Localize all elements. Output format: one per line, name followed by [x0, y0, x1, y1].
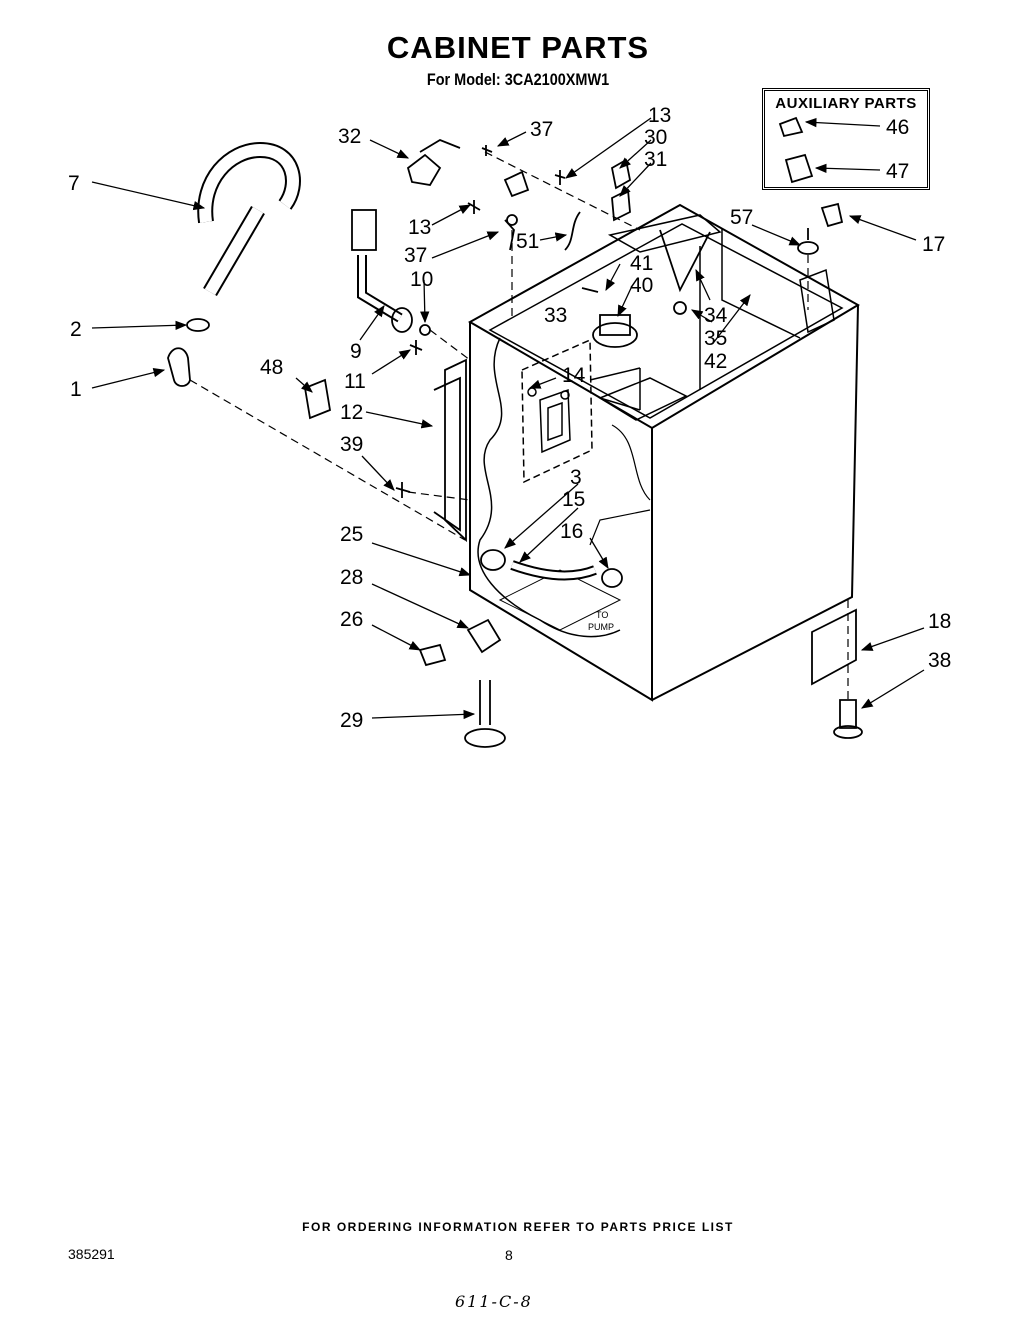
- callout-3: 3: [570, 466, 582, 489]
- callout-14: 14: [562, 364, 586, 387]
- callout-arrows: [91, 117, 925, 720]
- callout-1: 1: [70, 378, 82, 401]
- valve-bracket: [521, 338, 593, 484]
- page-title: CABINET PARTS: [386, 30, 650, 65]
- parts: [167, 116, 863, 748]
- callout-33: 33: [544, 304, 567, 327]
- cabinet: [467, 203, 860, 702]
- ordering-info-footer: FOR ORDERING INFORMATION REFER TO PARTS …: [302, 1220, 734, 1234]
- to-pump-label-line2: PUMP: [588, 622, 614, 632]
- callout-9: 9: [350, 340, 362, 363]
- to-pump-label-line1: TO: [596, 610, 608, 620]
- callout-51: 51: [516, 230, 539, 253]
- callout-13-mid: 13: [408, 216, 431, 239]
- callout-30: 30: [644, 126, 667, 149]
- model-subtitle: For Model: 3CA2100XMW1: [426, 70, 610, 89]
- callout-26: 26: [340, 608, 363, 631]
- callout-29: 29: [340, 709, 363, 732]
- handwritten-note: 611-C-8: [455, 1292, 533, 1311]
- callout-16: 16: [560, 520, 583, 543]
- auxiliary-parts-box: AUXILIARY PARTS: [762, 88, 930, 190]
- callout-11: 11: [344, 370, 366, 393]
- callout-47: 47: [886, 160, 909, 183]
- auxiliary-parts-title: AUXILIARY PARTS: [775, 95, 917, 112]
- callout-10: 10: [410, 268, 433, 291]
- callout-28: 28: [340, 566, 363, 589]
- callout-numbers: 7 2 1 32 37 13 30 31 13 37 51 10 9 11 48…: [68, 104, 951, 732]
- callout-34: 34: [704, 304, 728, 327]
- callout-35: 35: [704, 327, 727, 350]
- callout-17: 17: [922, 233, 945, 256]
- callout-25: 25: [340, 523, 363, 546]
- callout-7: 7: [68, 172, 80, 195]
- assembly-lines: [189, 151, 849, 700]
- page-number: 8: [505, 1247, 513, 1263]
- callout-31: 31: [644, 148, 667, 171]
- callout-46: 46: [886, 116, 909, 139]
- callout-2: 2: [70, 318, 82, 341]
- callout-38: 38: [928, 649, 951, 672]
- callout-32: 32: [338, 125, 361, 148]
- callout-42: 42: [704, 350, 727, 373]
- callout-37-mid: 37: [404, 244, 427, 267]
- callout-18: 18: [928, 610, 951, 633]
- callout-13-top: 13: [648, 104, 671, 127]
- callout-40: 40: [630, 274, 653, 297]
- callout-41: 41: [630, 252, 653, 275]
- callout-37-top: 37: [530, 118, 553, 141]
- callout-39: 39: [340, 433, 363, 456]
- callout-57: 57: [730, 206, 753, 229]
- callout-48: 48: [260, 356, 283, 379]
- callout-15: 15: [562, 488, 585, 511]
- document-number: 385291: [68, 1246, 115, 1262]
- callout-12: 12: [340, 401, 363, 424]
